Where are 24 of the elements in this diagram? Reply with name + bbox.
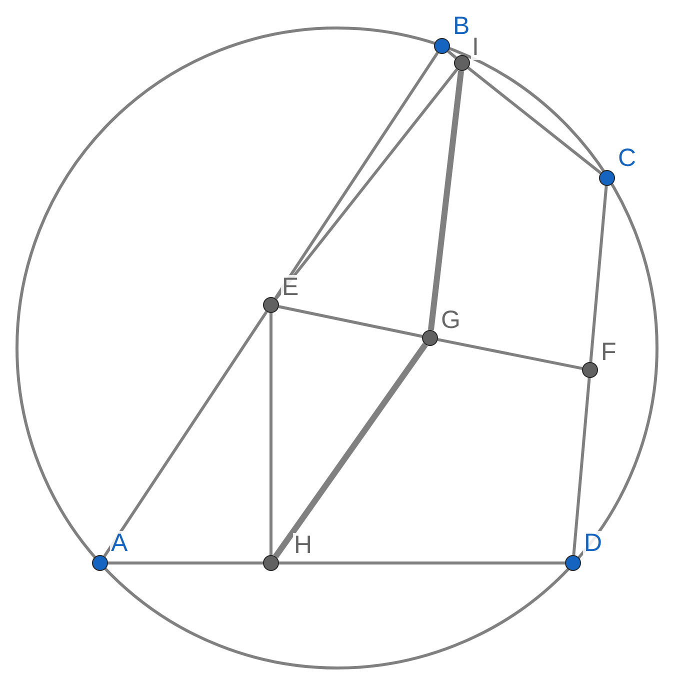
line-segment bbox=[572, 378, 591, 556]
line-segment bbox=[274, 52, 439, 300]
point-marker bbox=[422, 330, 438, 346]
point-marker bbox=[263, 555, 279, 571]
line-segment bbox=[278, 305, 422, 338]
line-segment bbox=[279, 562, 565, 564]
line-segment bbox=[428, 70, 464, 330]
point-label: D bbox=[583, 531, 604, 556]
point-marker bbox=[92, 555, 108, 571]
point-marker bbox=[582, 362, 598, 378]
line-segment bbox=[274, 68, 458, 300]
point-marker bbox=[263, 297, 279, 313]
line-segment bbox=[438, 338, 582, 370]
point-marker bbox=[599, 170, 615, 186]
point-marker bbox=[565, 555, 581, 571]
line-segment bbox=[270, 313, 272, 555]
line-segment bbox=[467, 66, 602, 174]
line-segment bbox=[108, 562, 263, 564]
line-segment bbox=[273, 342, 428, 558]
line-segment bbox=[589, 186, 608, 362]
line-segment bbox=[103, 310, 268, 558]
point-label: I bbox=[471, 35, 480, 60]
point-marker bbox=[434, 38, 450, 54]
line-segment bbox=[447, 50, 457, 59]
